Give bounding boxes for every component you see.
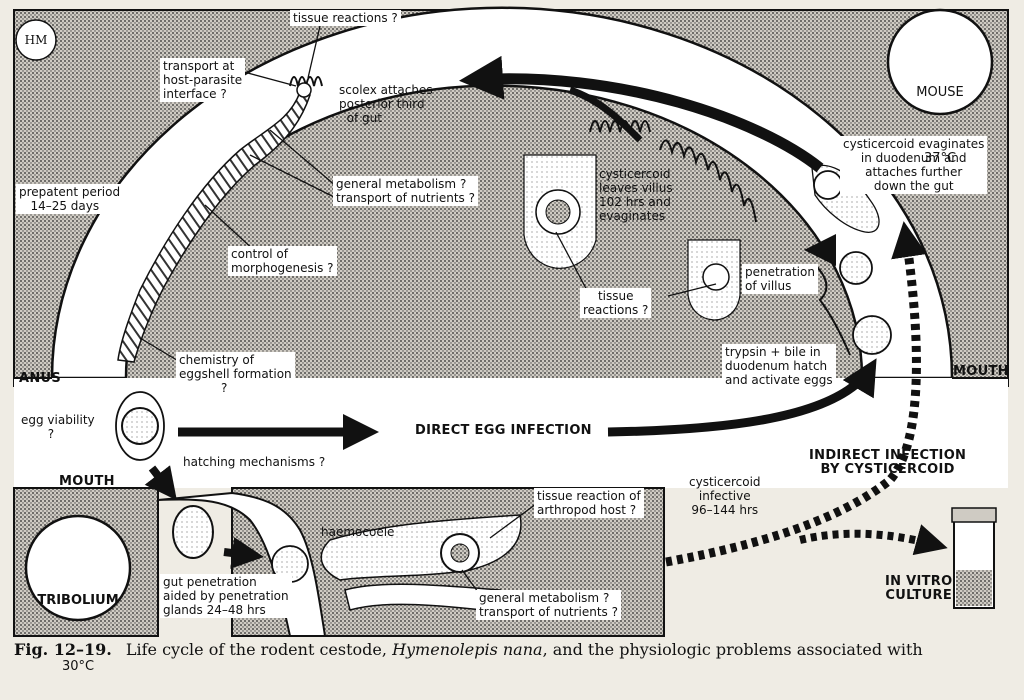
- label-tissue-reactions-mid: tissue reactions ?: [580, 288, 652, 318]
- label-tissue-reaction-arthropod: tissue reaction of arthropod host ?: [534, 488, 644, 518]
- direct-infection-arrow-right: [607, 358, 877, 437]
- egg-beetle: [172, 505, 214, 559]
- edge-label-mouth-right: MOUTH: [953, 364, 1009, 379]
- cysticercoid-core: [545, 199, 571, 225]
- label-direct-egg-infection: DIRECT EGG INFECTION: [415, 423, 592, 438]
- label-indirect-infection: INDIRECT INFECTION BY CYSTICERCOID: [809, 448, 967, 477]
- label-penetration-villus: penetration of villus: [742, 264, 818, 294]
- artist-stamp: [15, 19, 57, 61]
- label-cysticercoid-evaginates: cysticercoid evaginates in duodenum and …: [840, 136, 988, 194]
- caption-text-pre: Life cycle of the rodent cestode,: [125, 640, 393, 659]
- egg-main-inner: [121, 407, 159, 445]
- villus-exit-arrow: [568, 86, 643, 143]
- label-chemistry-eggshell: chemistry of eggshell formation ?: [176, 352, 295, 396]
- edge-label-mouth-left: MOUTH: [59, 474, 115, 489]
- label-trypsin-bile: trypsin + bile in duodenum hatch and act…: [722, 344, 836, 388]
- label-hatching: hatching mechanisms ?: [183, 455, 326, 469]
- figure-caption: Fig. 12–19. Life cycle of the rodent cest…: [14, 640, 1018, 664]
- label-scolex-attaches: scolex attaches posterior third of gut: [339, 83, 433, 125]
- adult-tapeworm: [117, 91, 311, 363]
- life-cycle-diagram: HM: [13, 6, 1009, 637]
- culture-medium: [956, 570, 992, 606]
- mouse-temp: 37°C: [923, 151, 957, 166]
- label-gut-penetration: gut penetration aided by penetration gla…: [160, 574, 292, 618]
- label-haemocoele: haemocoele: [321, 525, 395, 539]
- scolex: [296, 82, 312, 98]
- label-in-vitro: IN VITRO CULTURE: [885, 574, 953, 603]
- mouse-circle: [886, 8, 994, 116]
- villi: [589, 120, 757, 223]
- oncosphere-2: [852, 315, 892, 355]
- caption-species: Hymenolepis nana: [392, 640, 543, 659]
- oncosphere-in-villus: [702, 263, 730, 291]
- evaginated-scolex: [813, 170, 843, 200]
- leader-lines: [139, 25, 717, 593]
- mouse-name: MOUSE: [916, 85, 964, 100]
- label-transport-interface: transport at host-parasite interface ?: [160, 58, 246, 102]
- mouse-gut-band: [50, 6, 954, 380]
- tribolium-circle: [24, 514, 132, 622]
- caption-text-post: , and the physiologic problems associate…: [542, 640, 923, 659]
- oncosphere-1: [839, 251, 873, 285]
- culture-tube-cap: [951, 507, 997, 523]
- label-tissue-reactions-top: tissue reactions ?: [290, 10, 401, 26]
- in-vitro-arrow: [799, 524, 948, 556]
- artist-stamp-text: HM: [25, 33, 48, 47]
- label-general-metabolism-bottom: general metabolism ? transport of nutrie…: [476, 590, 621, 620]
- gut-penetration-arrow: [223, 537, 264, 569]
- tribolium-name: TRIBOLIUM: [37, 593, 119, 608]
- label-egg-viability: egg viability ?: [21, 413, 95, 441]
- villus-loop: [814, 264, 851, 356]
- label-general-metabolism-top: general metabolism ? transport of nutrie…: [333, 176, 478, 206]
- label-control-morphogenesis: control of morphogenesis ?: [228, 246, 337, 276]
- label-cysticercoid-leaves: cysticercoid leaves villus 102 hrs and e…: [599, 167, 673, 223]
- scolex-attach-arrow: [459, 55, 824, 173]
- label-prepatent: prepatent period 14–25 days: [16, 184, 124, 214]
- edge-label-anus: ANUS: [19, 371, 62, 386]
- label-cysticercoid-infective: cysticercoid infective 96–144 hrs: [689, 475, 761, 517]
- indirect-infection-arrow: [665, 221, 927, 567]
- mouse-circle-label: MOUSE 37°C: [898, 38, 982, 192]
- to-beetle-arrow: [144, 465, 177, 501]
- caption-fig-number: Fig. 12–19.: [14, 640, 112, 659]
- tribolium-circle-label: TRIBOLIUM 30°C: [30, 546, 126, 700]
- cysticercoid-beetle-core: [450, 543, 470, 563]
